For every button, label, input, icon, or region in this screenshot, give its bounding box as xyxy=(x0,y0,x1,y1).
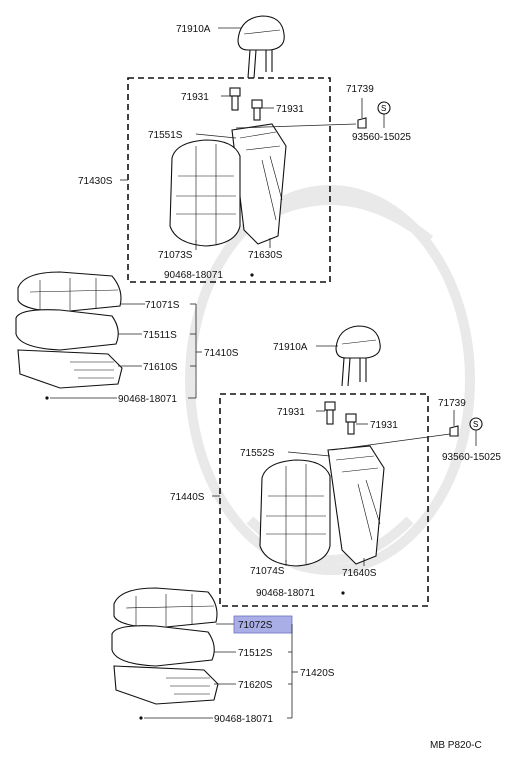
clip-label: 71739 xyxy=(346,84,374,95)
headrest-label: 71910A xyxy=(176,24,211,35)
rear-clip-label: 71739 xyxy=(438,398,466,409)
rear-headrest-holder-part xyxy=(324,401,357,435)
seatback-assy-label: 71430S xyxy=(78,176,113,187)
svg-text:S: S xyxy=(473,420,478,429)
rear-cushion-frame-label: 71620S xyxy=(238,680,273,691)
cushion-hog-ring-label: 90468-18071 xyxy=(118,394,177,405)
seatback-cover-part xyxy=(169,139,241,247)
rear-spring-label: 71552S xyxy=(240,448,275,459)
svg-text:S: S xyxy=(381,104,386,113)
rear-holder-label-a: 71931 xyxy=(277,407,305,418)
seatback-frame-label: 71630S xyxy=(248,250,283,261)
cushion-frame-part xyxy=(17,349,123,389)
clip-part xyxy=(357,117,367,129)
cushion-pad-part xyxy=(15,309,119,351)
rear-seatback-cover-part xyxy=(259,459,331,567)
hog-ring-part xyxy=(250,273,254,277)
screw-label: 93560-15025 xyxy=(352,132,411,143)
headrest-holder-part xyxy=(229,87,263,121)
spring-label: 71551S xyxy=(148,130,183,141)
cushion-pad-label: 71511S xyxy=(143,330,177,341)
seatback-cover-label: 71073S xyxy=(158,250,193,261)
rear-cushion-hog-ring-label: 90468-18071 xyxy=(214,714,273,725)
rear-seatback-group-frame xyxy=(219,393,429,607)
cushion-cover-label: 71071S xyxy=(145,300,180,311)
rear-cushion-cover-label[interactable]: 71072S xyxy=(238,620,273,631)
rear-screw-part: S xyxy=(469,417,483,431)
seatback-frame-part xyxy=(231,123,357,245)
rear-seatback-frame-part xyxy=(327,433,451,565)
cushion-frame-label: 71610S xyxy=(143,362,178,373)
rear-cushion-cover-part xyxy=(113,587,218,629)
cushion-hog-ring-part xyxy=(45,396,49,400)
seatback-group-frame xyxy=(127,77,331,283)
cushion-assy-label: 71410S xyxy=(204,348,239,359)
rear-cushion-assy-label: 71420S xyxy=(300,668,335,679)
rear-holder-label-b: 71931 xyxy=(370,420,398,431)
rear-cushion-hog-ring-part xyxy=(139,716,143,720)
rear-seatback-cover-label: 71074S xyxy=(250,566,285,577)
rear-clip-part xyxy=(449,425,459,437)
holder-label-b: 71931 xyxy=(276,104,304,115)
cushion-cover-part xyxy=(17,271,122,313)
rear-seatback-assy-label: 71440S xyxy=(170,492,205,503)
hog-ring-label: 90468-18071 xyxy=(164,270,223,281)
rear-cushion-pad-label: 71512S xyxy=(238,648,273,659)
rear-hog-ring-part xyxy=(341,591,345,595)
rear-hog-ring-label: 90468-18071 xyxy=(256,588,315,599)
rear-cushion-pad-part xyxy=(111,625,215,667)
holder-label-a: 71931 xyxy=(181,92,209,103)
rear-screw-label: 93560-15025 xyxy=(442,452,501,463)
screw-part: S xyxy=(377,101,391,115)
rear-seatback-frame-label: 71640S xyxy=(342,568,377,579)
rear-headrest-part xyxy=(335,325,381,387)
diagram-code: MB P820-C xyxy=(430,740,482,751)
headrest-part xyxy=(237,15,285,79)
rear-headrest-label: 71910A xyxy=(273,342,308,353)
rear-cushion-frame-part xyxy=(113,665,219,705)
